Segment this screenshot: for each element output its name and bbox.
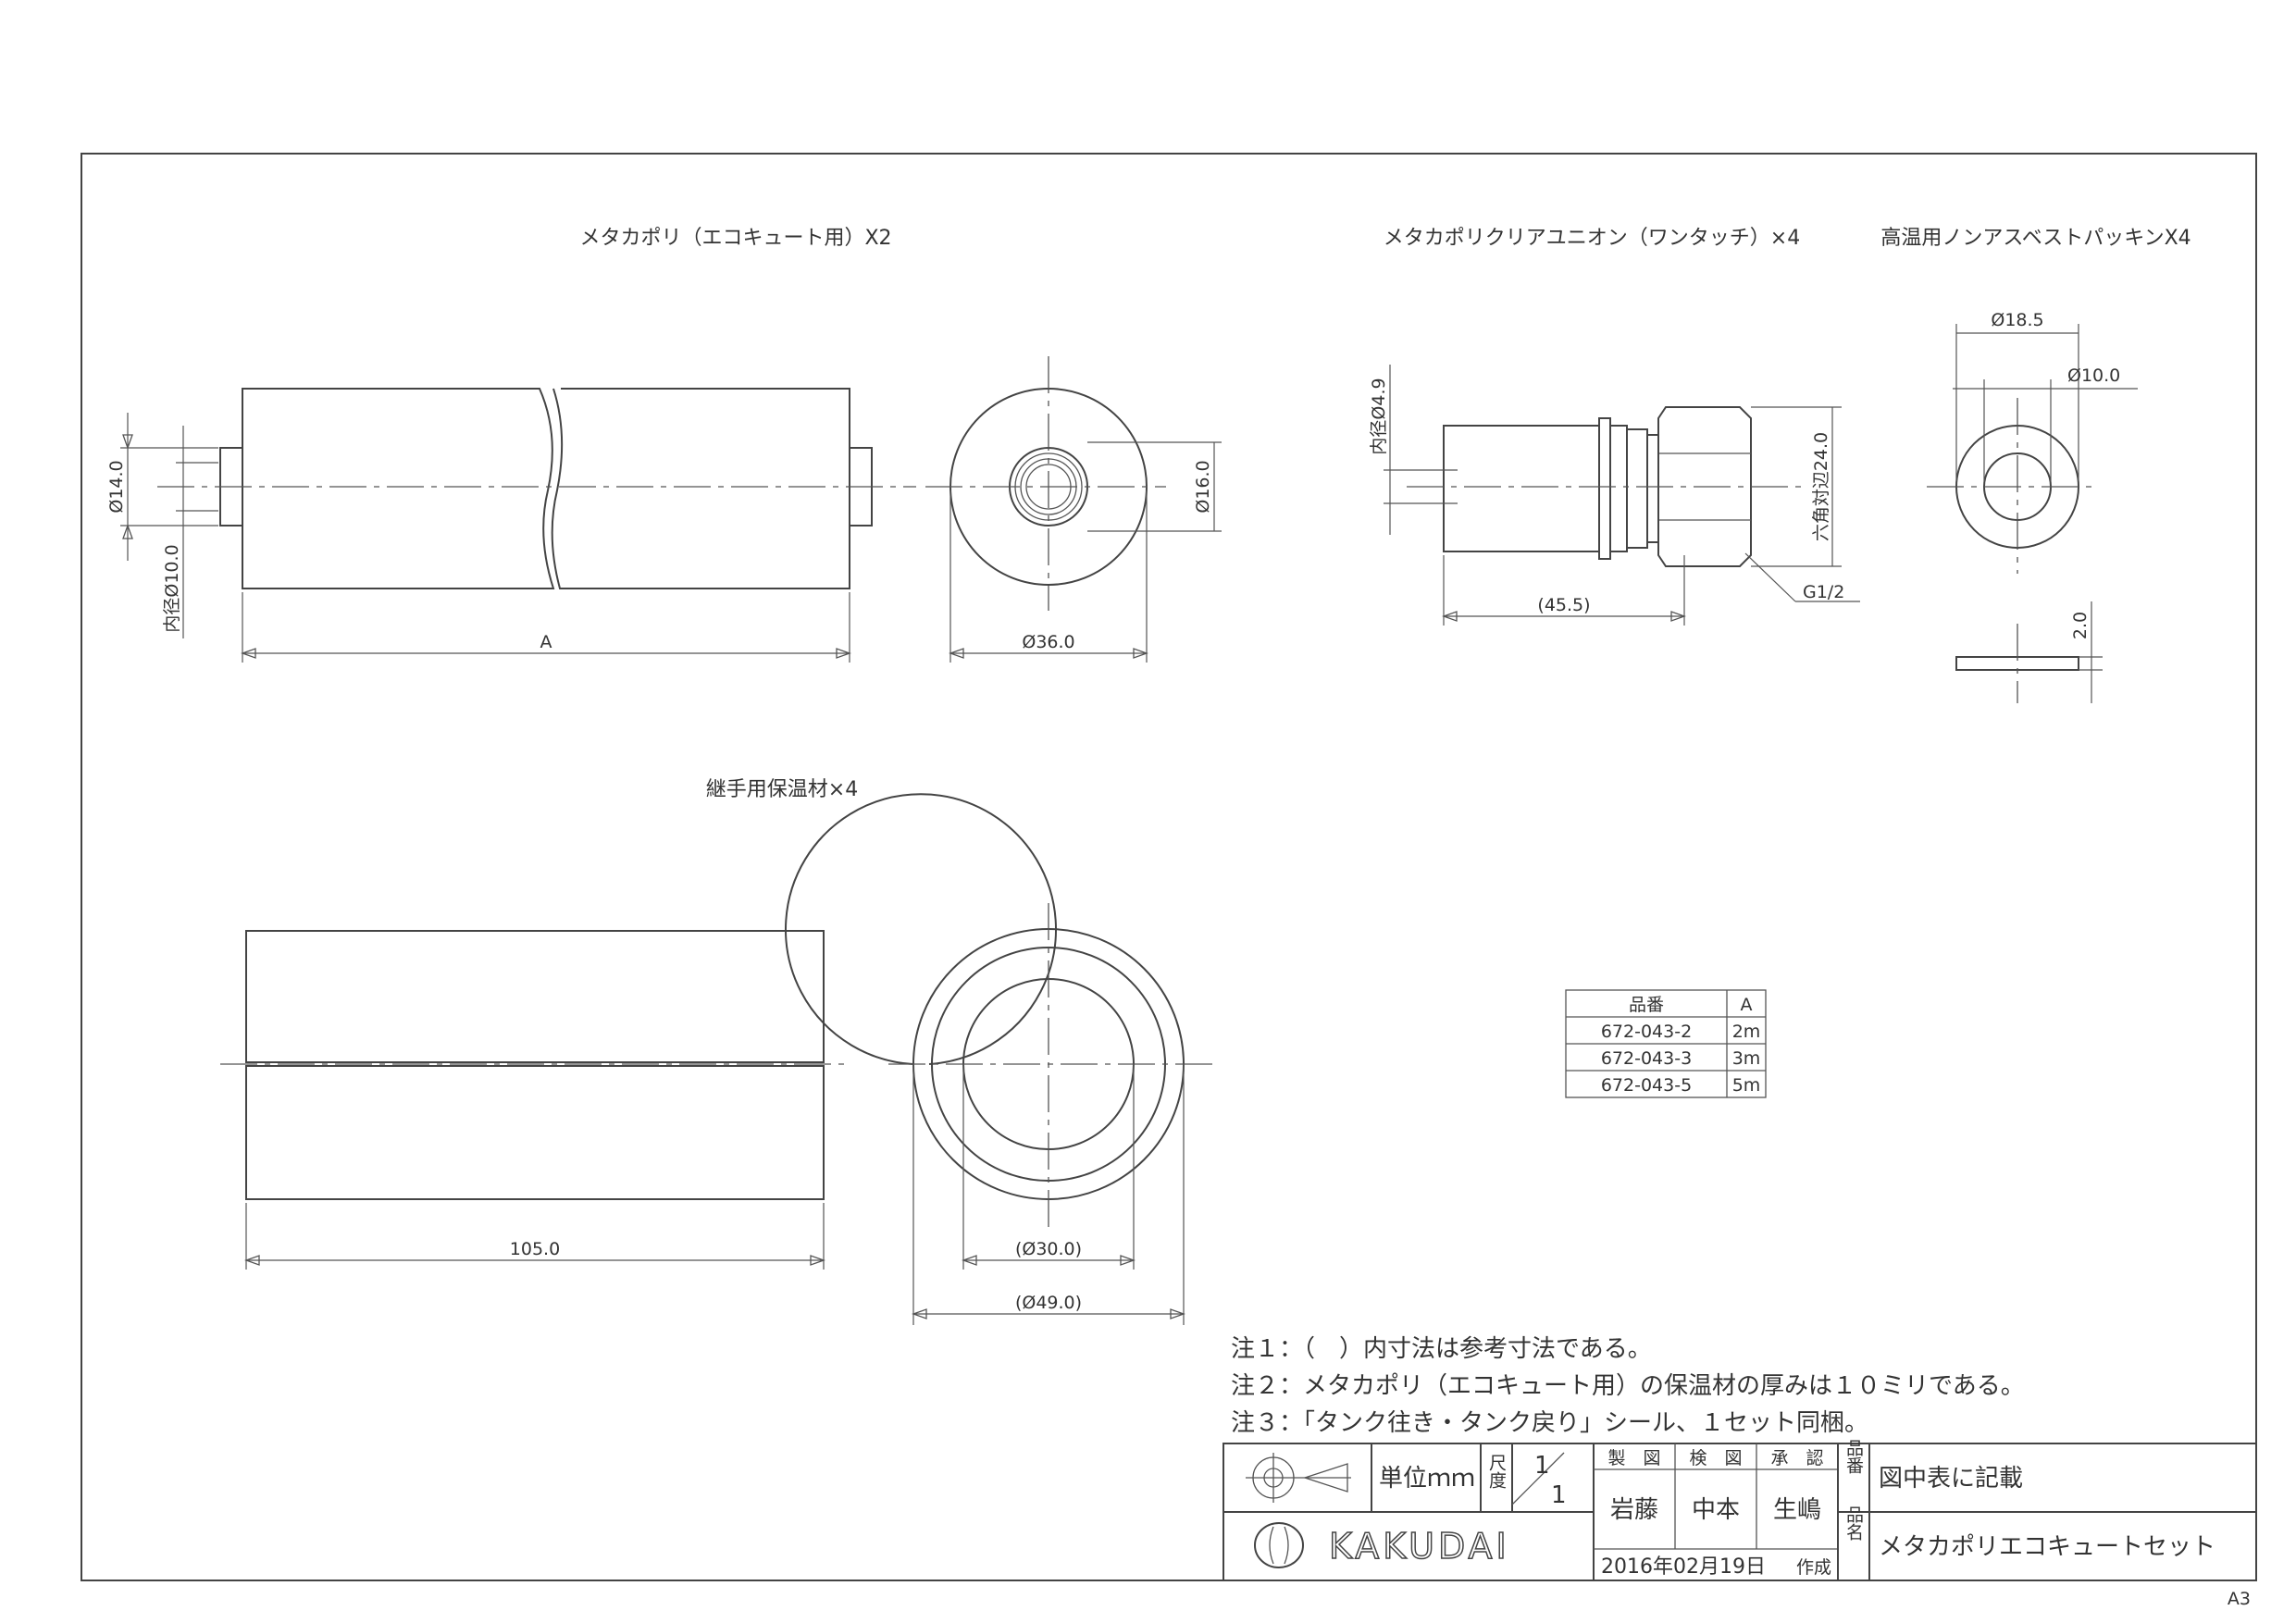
table-cell: 5m [1732, 1075, 1761, 1096]
packing-views [1927, 324, 2138, 703]
union-dim-flats: 六角対辺24.0 [1811, 432, 1831, 541]
product-label: 品名 [1843, 1505, 1864, 1541]
table-header-a: A [1741, 995, 1753, 1015]
company-name: KAKUDAI [1329, 1526, 1510, 1567]
part-no-value: 図中表に記載 [1879, 1465, 2023, 1493]
created-label: 作成 [1796, 1557, 1831, 1578]
table-header-part: 品番 [1629, 995, 1664, 1015]
part-no-label: 品番 [1843, 1439, 1864, 1474]
unit-label: 単位ｍｍ [1379, 1465, 1475, 1493]
pipe-dim-d-inner: 内径Ø10.0 [162, 544, 182, 632]
note-3: 注３：「タンク往き・タンク戻り」シール、１セット同梱。 [1231, 1409, 1868, 1437]
product-value: メタカポリエコキュートセット [1879, 1533, 2215, 1561]
role-drafter: 製 図 [1607, 1448, 1660, 1468]
insulation-dim-outer: (Ø49.0) [1015, 1293, 1082, 1313]
union-dim-inner: 内径Ø4.9 [1369, 378, 1389, 454]
note-2: 注２：メタカポリ（エコキュート用）の保温材の厚みは１０ミリである。 [1231, 1372, 2025, 1400]
date-label: 2016年02月19日 [1601, 1555, 1766, 1579]
insulation-title: 継手用保温材×4 [706, 778, 858, 801]
union-thread: G1/2 [1803, 582, 1844, 602]
packing-dim-inner: Ø10.0 [2067, 365, 2120, 386]
role-approver: 承 認 [1770, 1448, 1823, 1468]
packing-title: 高温用ノンアスベストパッキンX4 [1880, 227, 2191, 250]
pipe-dim-d-end: Ø14.0 [106, 460, 127, 513]
name-drafter: 岩藤 [1610, 1496, 1658, 1524]
table-cell: 2m [1732, 1022, 1761, 1042]
part-number-table [1565, 989, 1767, 1098]
title-block [1222, 1443, 2257, 1581]
insulation-dim-inner: (Ø30.0) [1015, 1239, 1082, 1259]
pipe-dim-length: A [540, 632, 552, 652]
note-1: 注１：（ ）内寸法は参考寸法である。 [1231, 1335, 1652, 1363]
name-approver: 生嶋 [1773, 1496, 1821, 1524]
company-logo-icon [1254, 1522, 1304, 1568]
pipe-side-view [120, 388, 916, 663]
packing-dim-outer: Ø18.5 [1991, 310, 2043, 330]
scale-denominator: 1 [1551, 1481, 1567, 1509]
paper-size: A3 [2228, 1589, 2251, 1609]
table-cell: 672-043-5 [1601, 1075, 1692, 1096]
union-side-view [1384, 365, 1860, 626]
table-cell: 3m [1732, 1048, 1761, 1069]
union-dim-length: (45.5) [1537, 595, 1590, 615]
name-checker: 中本 [1692, 1496, 1740, 1524]
scale-label: 尺度 [1486, 1454, 1507, 1489]
table-cell: 672-043-2 [1601, 1022, 1692, 1042]
scale-numerator: 1 [1534, 1452, 1550, 1480]
union-title: メタカポリクリアユニオン（ワンタッチ）×4 [1384, 227, 1800, 250]
table-cell: 672-043-3 [1601, 1048, 1692, 1069]
projection-symbol-icon [1246, 1453, 1351, 1503]
insulation-end-view [785, 793, 1212, 1325]
pipe-dim-outer: Ø36.0 [1022, 632, 1074, 652]
pipe-end-view [925, 356, 1222, 663]
insulation-side-view [220, 930, 851, 1270]
pipe-dim-flange: Ø16.0 [1193, 460, 1213, 513]
packing-dim-thickness: 2.0 [2070, 612, 2091, 639]
role-checker: 検 図 [1689, 1448, 1742, 1468]
drawing-frame [81, 153, 2257, 1581]
insulation-dim-length: 105.0 [510, 1239, 560, 1259]
pipe-title: メタカポリ（エコキュート用）X2 [579, 227, 891, 250]
